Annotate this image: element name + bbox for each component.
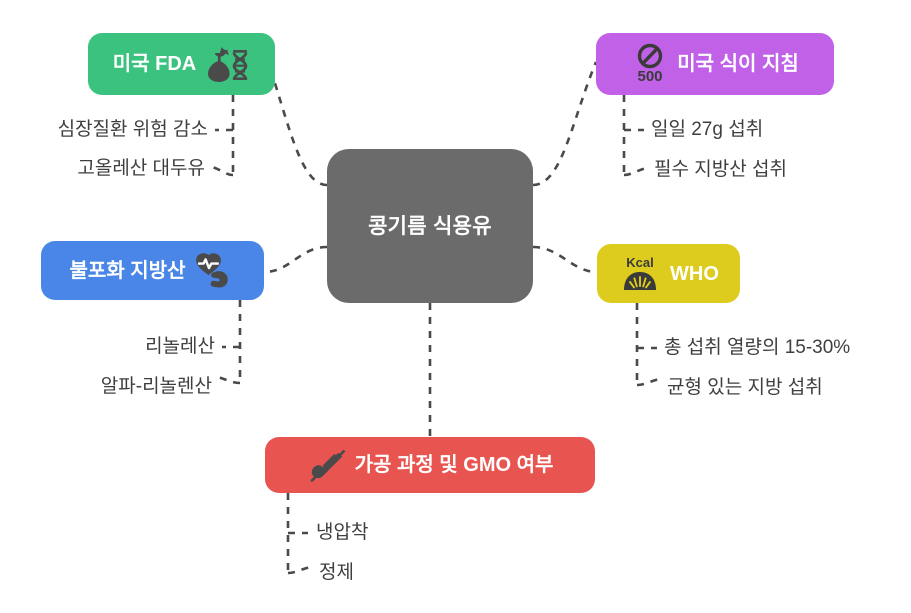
edge-who-leaf2 <box>636 377 661 387</box>
leaf-fda-1: 심장질환 위험 감소 <box>57 119 208 140</box>
syringe-icon <box>307 448 347 482</box>
center-node[interactable]: 콩기름 식용유 <box>327 149 533 303</box>
branch-label-gmo: 가공 과정 및 GMO 여부 <box>354 454 554 476</box>
branch-label-unsat: 불포화 지방산 <box>69 259 186 282</box>
edge-center-who <box>532 245 598 274</box>
branch-node-who[interactable]: Kcal WHO <box>597 244 740 303</box>
leaf-dietary-2: 필수 지방산 섭취 <box>654 159 787 180</box>
edge-center-dietary <box>532 61 598 187</box>
edge-dietary-leaf2 <box>623 166 648 177</box>
branch-label-dietary: 미국 식이 지침 <box>677 53 799 75</box>
heart-muscle-icon <box>193 251 235 291</box>
kcal-gauge-icon: Kcal <box>618 252 662 296</box>
no-calorie-500-icon: 500 <box>631 42 669 86</box>
center-node-label: 콩기름 식용유 <box>368 214 492 238</box>
leaf-who-1: 총 섭취 열량의 15-30% <box>664 337 851 358</box>
edge-center-fda <box>266 61 328 187</box>
branch-node-gmo[interactable]: 가공 과정 및 GMO 여부 <box>265 437 595 493</box>
leaf-gmo-1: 냉압착 <box>316 522 369 543</box>
edge-unsat-leaf2 <box>217 375 241 385</box>
leaf-unsat-1: 리놀레산 <box>145 336 215 357</box>
branch-node-dietary[interactable]: 500 미국 식이 지침 <box>596 33 834 95</box>
branch-label-who: WHO <box>670 262 719 285</box>
edge-gmo-leaf2 <box>287 565 312 575</box>
edge-center-unsat <box>263 245 328 274</box>
leaf-fda-2: 고올레산 대두유 <box>77 158 205 179</box>
no-calorie-icon-value: 500 <box>638 68 663 85</box>
branch-node-unsat[interactable]: 불포화 지방산 <box>41 241 264 300</box>
leaf-who-2: 균형 있는 지방 섭취 <box>667 377 823 398</box>
leaf-unsat-2: 알파-리놀렌산 <box>100 376 212 397</box>
leaf-dietary-1: 일일 27g 섭취 <box>651 119 764 140</box>
kcal-icon-value: Kcal <box>626 255 653 270</box>
flask-dna-icon <box>204 44 250 84</box>
edge-fda-leaf2 <box>211 165 234 177</box>
leaf-gmo-2: 정제 <box>319 562 354 583</box>
branch-node-fda[interactable]: 미국 FDA <box>88 33 275 95</box>
branch-label-fda: 미국 FDA <box>112 53 197 75</box>
